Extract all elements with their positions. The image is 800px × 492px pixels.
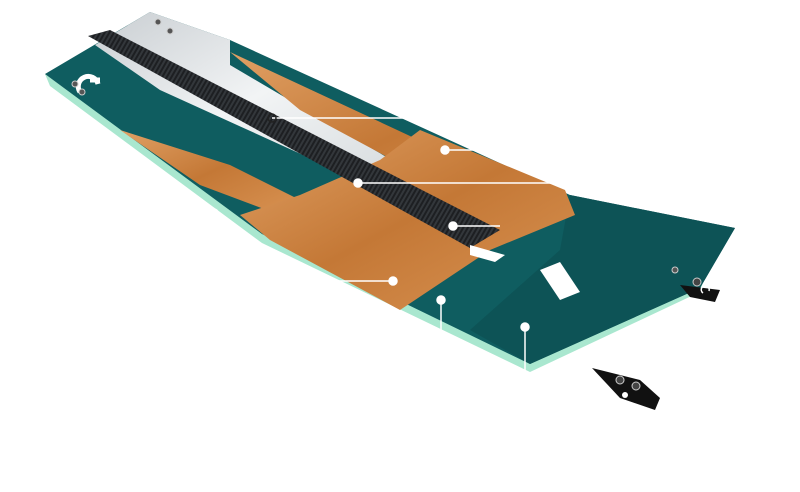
callout-marker [353,178,363,188]
fin-left [592,368,660,410]
callout-marker [267,113,277,123]
carbon-stringer [88,30,500,248]
insert-screws [71,18,679,274]
fin-right [680,277,720,302]
callout-marker [520,322,530,332]
callout-marker [440,145,450,155]
board-tail [470,195,735,364]
callouts [209,113,560,372]
brand-logo-icon [75,73,101,94]
callout-marker [448,221,458,231]
board-graphic-letters [470,245,580,300]
callout-marker [209,208,219,218]
callout-marker [436,295,446,305]
wood-center [240,130,575,310]
wood-panel-bottom [120,130,300,215]
callout-marker [388,276,398,286]
